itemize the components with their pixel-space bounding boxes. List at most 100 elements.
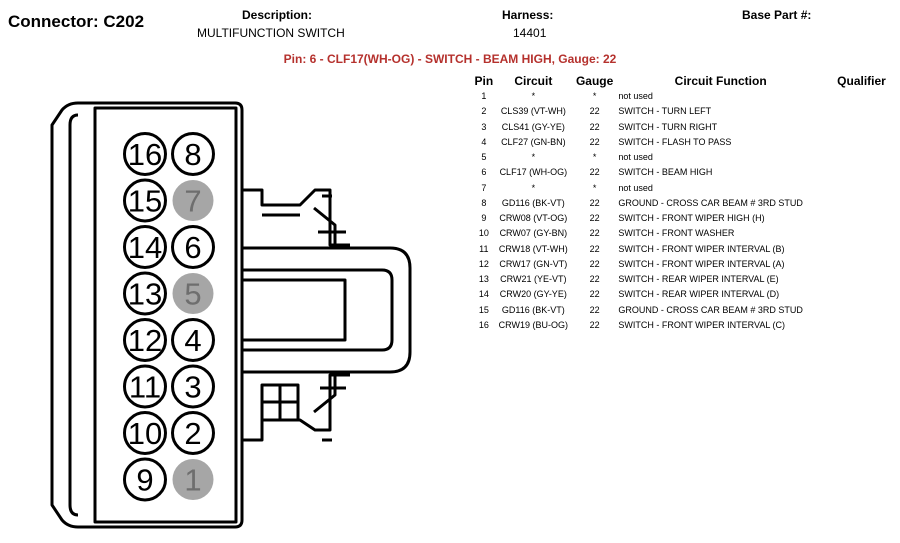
row-gauge: 22 (589, 304, 600, 315)
row-pin: 11 (479, 243, 489, 254)
table-row: 5 * * not used (472, 150, 900, 165)
row-function: SWITCH - REAR WIPER INTERVAL (E) (618, 274, 779, 284)
row-circuit: * (531, 152, 536, 162)
row-qualifier (823, 272, 900, 287)
row-function: SWITCH - FRONT WIPER INTERVAL (B) (618, 243, 785, 254)
harness-value: 14401 (513, 26, 547, 40)
function-header: Circuit Function (674, 73, 767, 88)
row-gauge: 22 (589, 106, 600, 117)
row-gauge: 22 (589, 289, 600, 300)
row-function: SWITCH - BEAM HIGH (618, 167, 713, 178)
row-circuit: CLF17 (WH-OG) (499, 167, 568, 178)
pin-13-socket (123, 271, 167, 316)
row-pin: 4 (481, 136, 487, 147)
pin-7-label: 7 (184, 184, 201, 219)
row-qualifier (823, 196, 900, 211)
pin-3-socket (171, 364, 215, 409)
row-function: SWITCH - FLASH TO PASS (618, 136, 732, 147)
pin-3-label: 3 (184, 370, 201, 405)
row-pin: 16 (478, 319, 489, 330)
row-qualifier (823, 135, 900, 150)
table-row: 13 CRW21 (YE-VT) 22 SWITCH - REAR WIPER INT… (472, 272, 900, 287)
row-circuit: GD116 (BK-VT) (501, 304, 565, 315)
row-circuit: GD116 (BK-VT) (501, 197, 565, 208)
row-qualifier (823, 318, 900, 333)
row-qualifier (823, 211, 900, 226)
row-pin: 12 (478, 258, 489, 269)
pin-14-socket (123, 225, 167, 269)
selected-pin-banner: Pin: 6 - CLF17(WH-OG) - SWITCH - BEAM HI… (283, 52, 617, 66)
row-gauge: 22 (589, 136, 600, 147)
circuit-header: Circuit (514, 73, 553, 88)
pin-12-socket (123, 318, 167, 362)
row-gauge: 22 (589, 243, 600, 254)
pin-11-socket (123, 364, 167, 409)
row-pin: 9 (481, 213, 487, 223)
pin-9-label: 9 (136, 463, 153, 498)
pin-10-label: 10 (128, 416, 162, 451)
base-part-label: Base Part #: (742, 8, 812, 22)
row-pin: 1 (481, 91, 487, 101)
table-row: 1 * * not used (472, 89, 900, 104)
row-gauge: * (592, 182, 597, 193)
row-gauge: * (592, 152, 597, 162)
row-qualifier (823, 120, 900, 135)
row-pin: 10 (478, 228, 489, 239)
row-function: SWITCH - FRONT WIPER INTERVAL (A) (618, 258, 785, 269)
qualifier-header: Qualifier (837, 73, 886, 88)
row-function: GROUND - CROSS CAR BEAM # 3RD STUD (618, 197, 803, 208)
pin-15-socket (123, 178, 167, 223)
row-circuit: CRW20 (GY-YE) (499, 289, 567, 300)
row-pin: 13 (478, 274, 489, 284)
pin-11-label: 11 (129, 370, 161, 405)
row-qualifier (823, 165, 900, 180)
description-value: MULTIFUNCTION SWITCH (197, 26, 345, 40)
row-circuit: * (531, 91, 536, 101)
row-function: SWITCH - TURN LEFT (618, 106, 712, 117)
pin-1-socket (172, 459, 214, 500)
row-gauge: 22 (589, 213, 600, 223)
row-qualifier (823, 303, 900, 318)
row-pin: 8 (481, 197, 487, 208)
row-gauge: 22 (589, 228, 600, 239)
row-gauge: 22 (589, 274, 600, 284)
row-pin: 14 (478, 289, 489, 300)
row-qualifier (823, 181, 900, 196)
row-circuit: CRW08 (VT-OG) (499, 213, 568, 223)
row-qualifier (823, 287, 900, 302)
row-circuit: CRW17 (GN-VT) (499, 258, 568, 269)
row-qualifier (823, 242, 900, 257)
row-gauge: 22 (589, 121, 600, 132)
pin-9-socket (123, 457, 167, 502)
row-circuit: CLF27 (GN-BN) (501, 136, 566, 147)
pin-16-label: 16 (128, 137, 162, 172)
row-pin: 3 (481, 121, 487, 132)
row-function: GROUND - CROSS CAR BEAM # 3RD STUD (618, 304, 803, 315)
row-gauge: * (592, 91, 597, 101)
pin-table-header: Pin Circuit Gauge Circuit Function Quali… (472, 72, 900, 89)
pin-1-label: 1 (184, 463, 201, 498)
row-circuit: CLS39 (VT-WH) (500, 106, 566, 117)
row-function: not used (618, 91, 653, 101)
row-gauge: 22 (589, 319, 600, 330)
row-pin: 5 (481, 152, 487, 162)
pin-4-label: 4 (184, 323, 201, 358)
pin-14-label: 14 (128, 230, 162, 265)
row-pin: 7 (481, 182, 487, 193)
row-function: not used (618, 152, 653, 162)
row-circuit: CRW21 (YE-VT) (500, 274, 567, 284)
pin-2-label: 2 (184, 416, 201, 451)
pin-6-label: 6 (184, 230, 201, 265)
pin-6-socket (171, 225, 215, 269)
row-gauge: 22 (589, 167, 600, 178)
row-circuit: * (531, 182, 536, 193)
